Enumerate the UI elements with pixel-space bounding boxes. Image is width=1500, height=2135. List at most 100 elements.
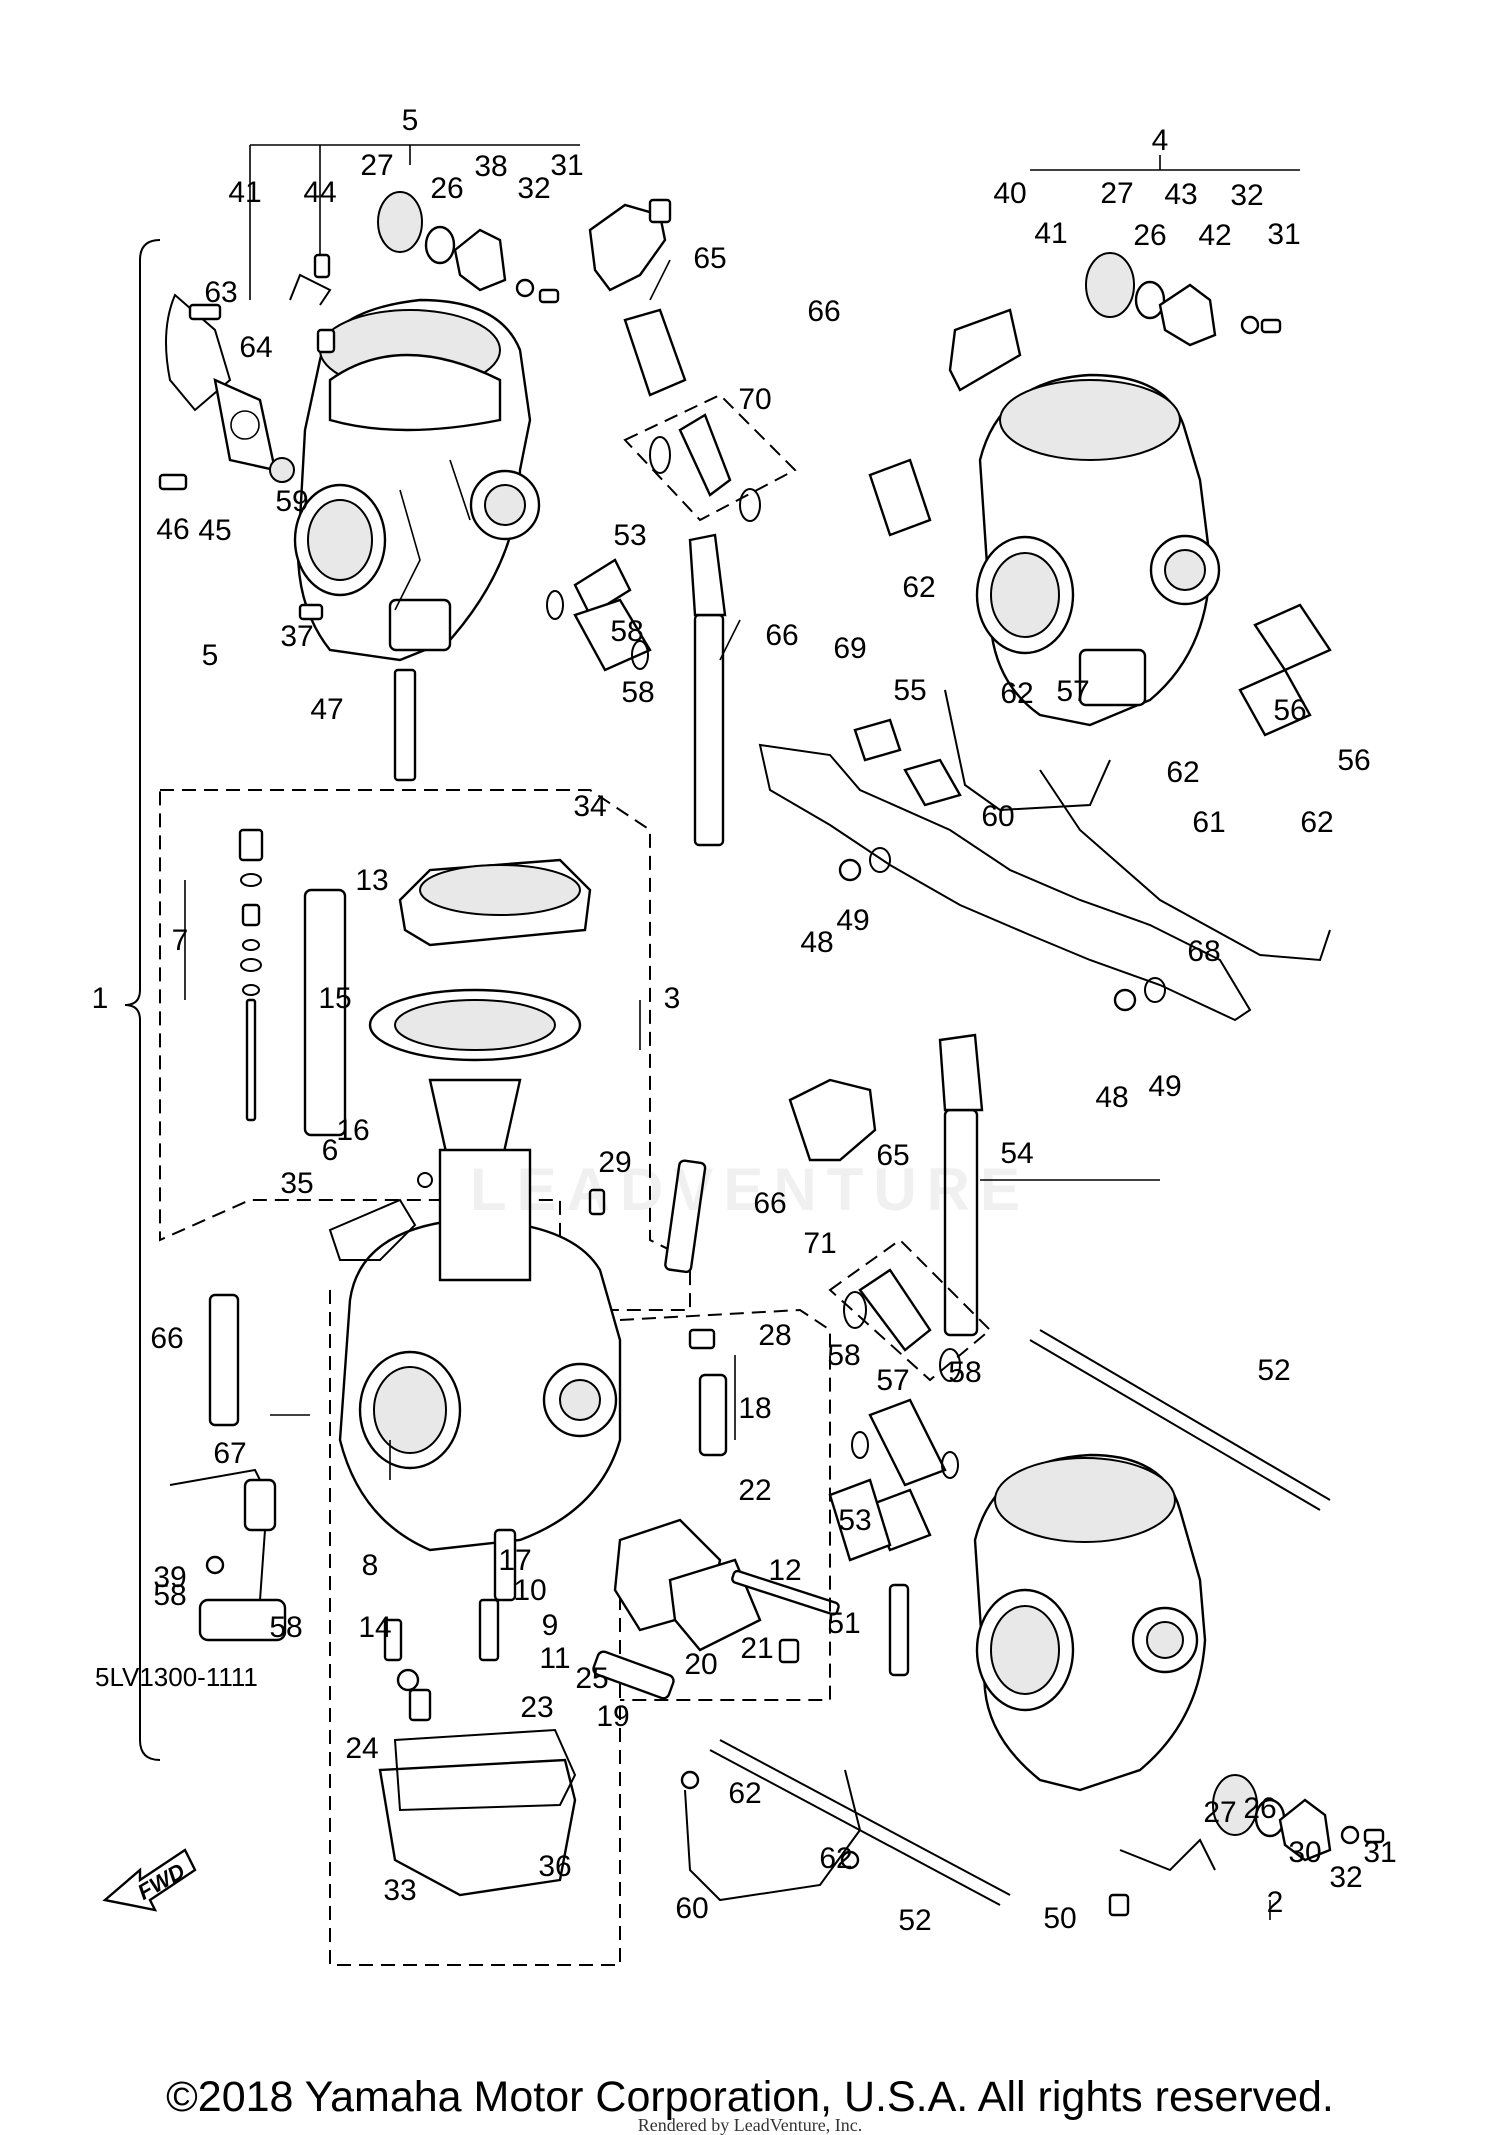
callout-66: 66 xyxy=(807,295,840,328)
callout-31: 31 xyxy=(1267,218,1300,251)
callout-59: 59 xyxy=(275,485,308,518)
callout-29: 29 xyxy=(598,1146,631,1179)
callout-3: 3 xyxy=(664,982,681,1015)
callout-21: 21 xyxy=(740,1632,773,1665)
callout-49: 49 xyxy=(836,904,869,937)
carburetor-bottom-right xyxy=(973,1453,1207,1792)
callout-25: 25 xyxy=(575,1662,608,1695)
callout-66: 66 xyxy=(753,1187,786,1220)
callout-23: 23 xyxy=(520,1691,553,1724)
subassembly-3-boundary xyxy=(159,789,691,1311)
callout-30: 30 xyxy=(1288,1836,1321,1869)
callout-19: 19 xyxy=(596,1700,629,1733)
spacer xyxy=(316,328,336,354)
callout-57: 57 xyxy=(1056,675,1089,708)
intake-flange xyxy=(158,293,295,491)
callout-62: 62 xyxy=(819,1842,852,1875)
callout-53: 53 xyxy=(613,519,646,552)
screw-springs-66-center xyxy=(664,1159,707,1274)
callout-37: 37 xyxy=(280,620,313,653)
callout-36: 36 xyxy=(538,1850,571,1883)
screw-48-a xyxy=(838,858,862,882)
diagram-code: 5LV1300-1111 xyxy=(95,1662,258,1692)
hose-67 xyxy=(693,613,725,847)
spring-top-right xyxy=(868,458,932,537)
callout-17: 17 xyxy=(498,1544,531,1577)
callout-44: 44 xyxy=(303,176,336,209)
adjuster-51 xyxy=(888,1583,910,1677)
carb-joint-rail xyxy=(758,743,1252,1022)
hose-60-bottom xyxy=(684,1769,862,1902)
callout-60: 60 xyxy=(981,800,1014,833)
callout-2: 2 xyxy=(1267,1886,1284,1919)
callout-47: 47 xyxy=(310,693,343,726)
rod-52-lower xyxy=(709,1749,1001,1906)
jet-18 xyxy=(698,1373,728,1457)
callout-71: 71 xyxy=(803,1227,836,1260)
callout-33: 33 xyxy=(383,1874,416,1907)
callout-12: 12 xyxy=(768,1554,801,1587)
bracket-41 xyxy=(289,273,332,306)
copyright-notice: ©2018 Yamaha Motor Corporation, U.S.A. A… xyxy=(166,2073,1334,2121)
callout-48: 48 xyxy=(800,926,833,959)
screw-37 xyxy=(298,603,324,621)
callout-40: 40 xyxy=(993,177,1026,210)
carburetor-center xyxy=(338,1148,622,1552)
callout-65: 65 xyxy=(693,242,726,275)
callout-58: 58 xyxy=(621,676,654,709)
callout-41: 41 xyxy=(1034,217,1067,250)
callout-5: 5 xyxy=(402,104,419,137)
callout-58: 58 xyxy=(610,615,643,648)
callout-26: 26 xyxy=(1243,1792,1276,1825)
callout-9: 9 xyxy=(542,1609,559,1642)
callout-15: 15 xyxy=(318,982,351,1015)
vent-elbow-65-mid xyxy=(788,1078,877,1162)
callout-70: 70 xyxy=(738,383,771,416)
callout-26: 26 xyxy=(430,172,463,205)
assembly-bracket-1 xyxy=(124,239,161,1761)
screw-springs-66-left xyxy=(208,1293,240,1427)
callout-67: 67 xyxy=(213,1437,246,1470)
callout-13: 13 xyxy=(355,864,388,897)
callout-49: 49 xyxy=(1148,1070,1181,1103)
callout-58: 58 xyxy=(948,1356,981,1389)
callout-56: 56 xyxy=(1337,744,1370,777)
callout-62: 62 xyxy=(902,571,935,604)
pipe-56-lower xyxy=(1238,668,1312,737)
coasting-enricher-bottom-right xyxy=(1212,1774,1385,1862)
screw-21 xyxy=(778,1638,800,1664)
callout-28: 28 xyxy=(758,1319,791,1352)
callout-58: 58 xyxy=(269,1611,302,1644)
callout-5: 5 xyxy=(202,639,219,672)
hose-47 xyxy=(393,668,417,782)
float-bowl-parts xyxy=(378,1528,577,1897)
jet-needle-set-7 xyxy=(238,828,264,1122)
callout-35: 35 xyxy=(280,1167,313,1200)
fwd-arrow-icon: FWD xyxy=(102,1848,197,1912)
callout-64: 64 xyxy=(239,331,272,364)
callout-52: 52 xyxy=(898,1904,931,1937)
screw-28 xyxy=(688,1328,716,1350)
callout-62: 62 xyxy=(1166,756,1199,789)
screw-50 xyxy=(1108,1893,1130,1917)
vent-elbow-65-top xyxy=(588,198,687,397)
callout-48: 48 xyxy=(1095,1081,1128,1114)
callout-61: 61 xyxy=(1192,806,1225,839)
callout-4: 4 xyxy=(1152,124,1169,157)
hose-61 xyxy=(1039,769,1331,962)
callout-58: 58 xyxy=(153,1579,186,1612)
clamp-62-b xyxy=(840,1850,860,1870)
callout-51: 51 xyxy=(827,1607,860,1640)
callout-6: 6 xyxy=(322,1134,339,1167)
callout-1: 1 xyxy=(92,982,109,1015)
o-ring-35 xyxy=(417,1172,433,1188)
callout-46: 46 xyxy=(156,513,189,546)
callout-31: 31 xyxy=(550,149,583,182)
screw-48-b xyxy=(1113,988,1137,1012)
callout-7: 7 xyxy=(172,924,189,957)
callout-14: 14 xyxy=(358,1611,391,1644)
throttle-stop-lever xyxy=(328,1198,417,1261)
callout-38: 38 xyxy=(474,150,507,183)
